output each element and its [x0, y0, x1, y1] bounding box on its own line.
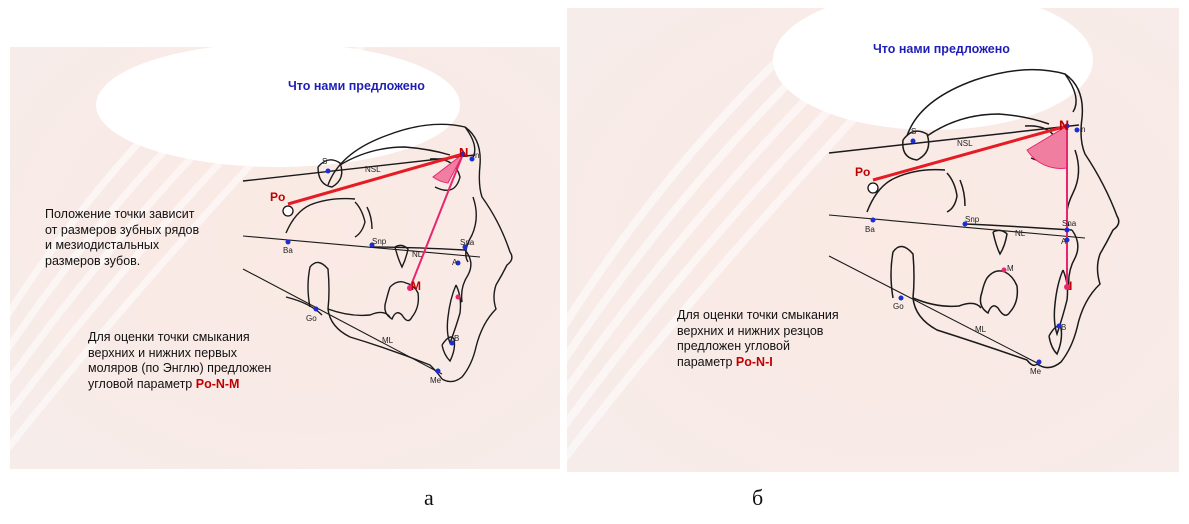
skull-outline-b	[907, 70, 1119, 368]
porion-circle	[283, 206, 293, 216]
label-n-small: n	[475, 151, 479, 160]
molar-outline	[395, 245, 408, 267]
label-nl-b: NL	[1015, 229, 1026, 238]
label-ba-b: Ba	[865, 225, 875, 234]
panel-a-note-top: Положение точки зависит от размеров зубн…	[45, 207, 199, 269]
label-nl: NL	[412, 250, 423, 259]
label-i: I	[460, 296, 462, 305]
label-po: Po	[270, 190, 285, 204]
label-me-b: Me	[1030, 367, 1042, 376]
cephalogram-b: S NSL n Ba Snp Sna A NL M Go ML B Me Po …	[567, 8, 1179, 472]
panel-b-note-bottom: Для оценки точки смыкания верхних и нижн…	[677, 308, 839, 370]
panel-a-note-bottom: Для оценки точки смыкания верхних и нижн…	[88, 330, 271, 392]
label-i-b: I	[1069, 279, 1072, 293]
label-nsl-b: NSL	[957, 139, 973, 148]
label-me: Me	[430, 376, 442, 385]
label-a: A	[452, 258, 458, 267]
label-b-b: B	[1061, 323, 1066, 332]
label-m-b: M	[1007, 264, 1014, 273]
porion-circle-b	[868, 183, 878, 193]
label-n: N	[459, 145, 468, 160]
nl-line	[243, 236, 480, 257]
caption-a: а	[424, 485, 434, 511]
panel-b: Что нами предложено	[567, 8, 1179, 472]
label-snp-b: Snp	[965, 215, 980, 224]
caption-b: б	[752, 485, 763, 511]
label-ml-b: ML	[975, 325, 987, 334]
label-s-b: S	[911, 127, 916, 136]
label-a-b: A	[1061, 237, 1067, 246]
molar-outline-b	[993, 230, 1007, 254]
label-s: S	[322, 157, 327, 166]
label-snp: Snp	[372, 237, 387, 246]
label-n-small-b: n	[1081, 125, 1085, 134]
label-go-b: Go	[893, 302, 904, 311]
mandible-outline-b	[891, 246, 1037, 365]
label-nsl: NSL	[365, 165, 381, 174]
param-po-n-m: Po-N-M	[196, 377, 240, 391]
label-ml: ML	[382, 336, 394, 345]
param-po-n-i: Po-N-I	[736, 355, 773, 369]
label-m: M	[411, 279, 421, 293]
label-b: B	[454, 334, 459, 343]
panel-a: Что нами предложено	[10, 47, 560, 469]
mandible-outline	[308, 262, 442, 379]
label-po-b: Po	[855, 165, 870, 179]
label-sna-b: Sna	[1062, 219, 1077, 228]
label-n-b: N	[1059, 117, 1069, 133]
label-go: Go	[306, 314, 317, 323]
label-ba: Ba	[283, 246, 293, 255]
label-sna: Sna	[460, 238, 475, 247]
